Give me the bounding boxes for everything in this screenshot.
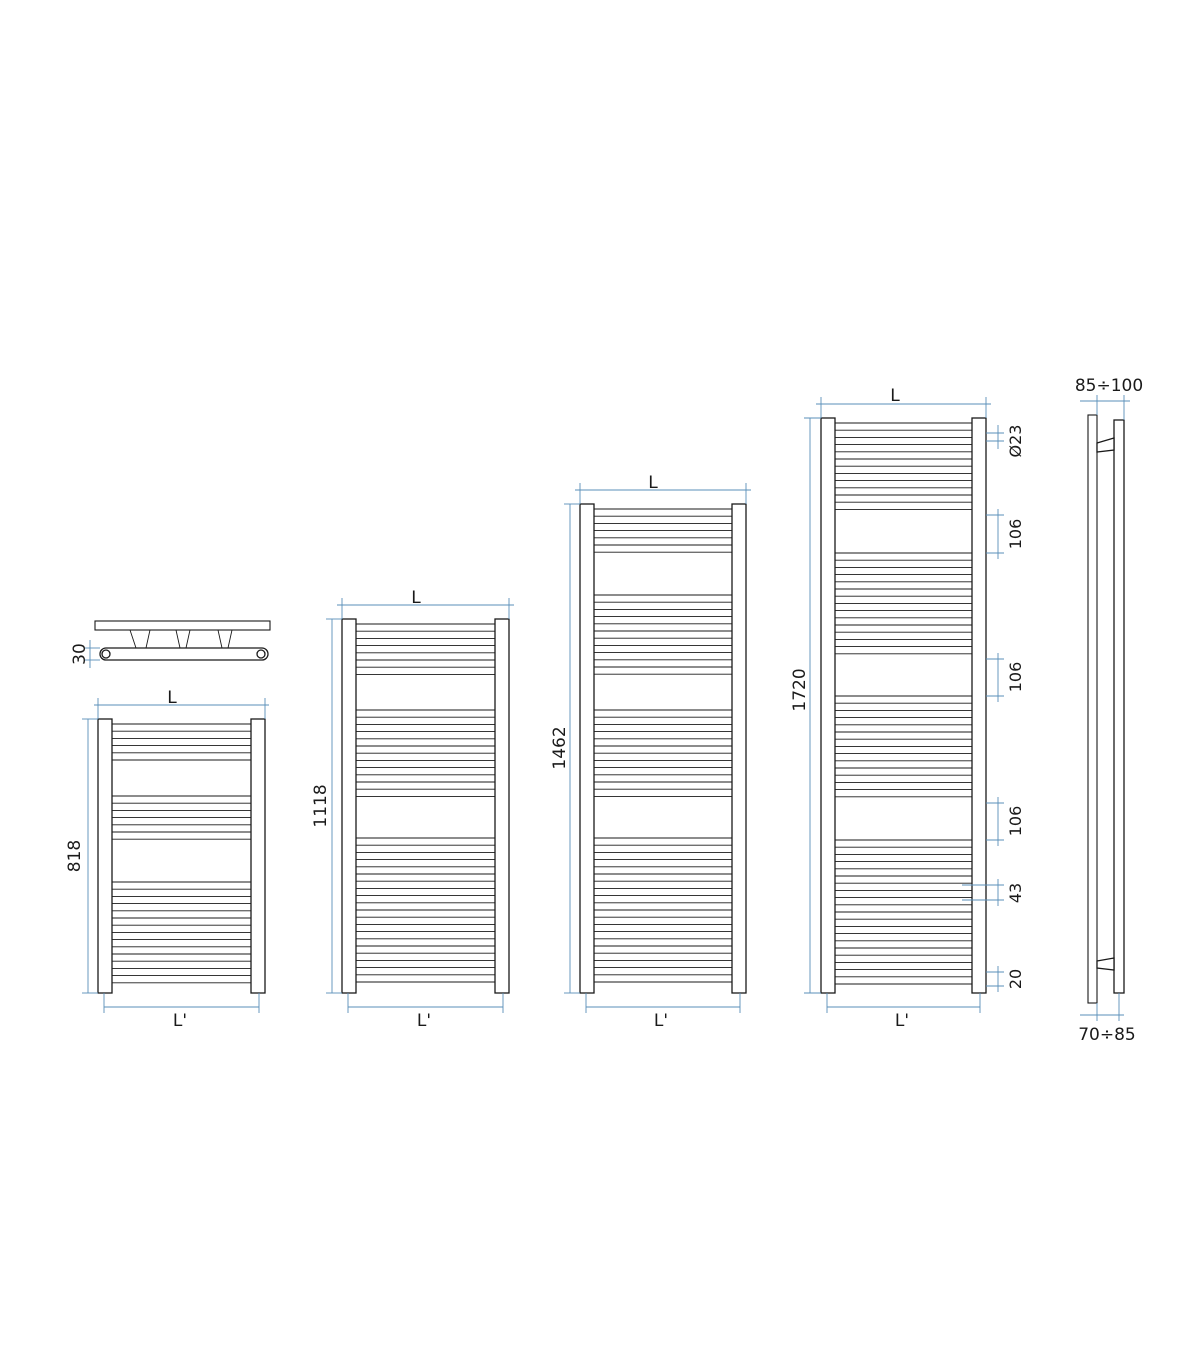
radiator-818: L L' 818 [65,688,269,1031]
gap-label-c: 106 [1006,806,1025,837]
centers-label: L' [173,1011,187,1031]
tubes [594,508,732,983]
height-label: 818 [65,840,85,872]
width-label: L [890,386,900,406]
tubes [835,422,972,985]
detail-dimensions: Ø23 106 106 106 43 20 [962,425,1025,992]
radiator-1462: L L' 1462 [550,473,751,1031]
right-column [250,718,266,994]
side-view: 85÷100 70÷85 [1075,376,1143,1045]
left-column [341,618,357,994]
spacing-43-label: 43 [1006,883,1025,903]
bottom-20-label: 20 [1006,969,1025,989]
side-column [1113,419,1125,994]
right-column [731,503,747,994]
height-label: 1118 [311,784,331,827]
height-label: 1720 [790,668,810,711]
right-column [971,417,987,994]
radiator-1720: L L' 1720 Ø23 106 106 106 43 [790,386,1025,1031]
bracket-bottom [1096,957,1115,971]
bracket-right [217,629,233,649]
wall-section-side [1087,414,1098,1004]
left-column [820,417,836,994]
right-column [494,618,510,994]
wall-section-top [94,620,271,631]
top-rail [99,647,269,661]
left-column [97,718,113,994]
centers-label: L' [417,1011,431,1031]
gap-label-a: 106 [1006,519,1025,550]
bracket-left [129,629,151,649]
radiator-1118: L L' 1118 [311,588,514,1031]
pipe-diameter-label: Ø23 [1006,425,1025,458]
top-view-detail: 30 [70,620,271,668]
bracket-center [175,629,191,649]
bracket-top [1096,437,1115,453]
height-label: 1462 [550,726,570,769]
pipe-end-left [101,649,111,659]
left-column [579,503,595,994]
depth-label: 30 [70,643,90,665]
centers-label: L' [654,1011,668,1031]
centers-label: L' [895,1011,909,1031]
tubes [112,723,251,984]
gap-label-b: 106 [1006,662,1025,693]
width-label: L [411,588,421,608]
width-label: L [648,473,658,493]
tubes [356,623,495,983]
wall-distance-bottom-label: 70÷85 [1078,1025,1136,1045]
wall-distance-top-label: 85÷100 [1075,376,1143,396]
width-label: L [167,688,177,708]
pipe-end-right [256,649,266,659]
